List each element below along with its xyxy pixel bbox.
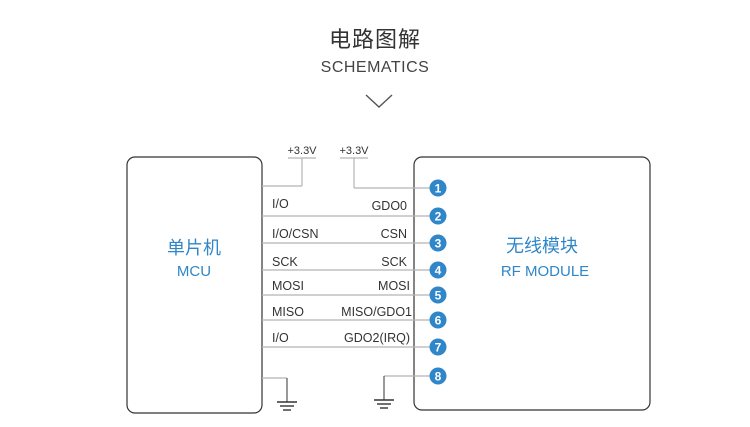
mcu-pin-label-2: I/O	[272, 197, 289, 211]
pin-marker-3: 3	[429, 234, 447, 252]
rf-label-en: RF MODULE	[501, 263, 589, 280]
rf-pin-label-5: MOSI	[378, 279, 410, 293]
mcu-pin-label-4: SCK	[272, 255, 298, 269]
vcc-right-label: +3.3V	[339, 145, 369, 157]
rf-pin-label-2: GDO0	[372, 199, 407, 213]
mcu-label-cn: 单片机	[167, 238, 221, 259]
rf-label-cn: 无线模块	[506, 236, 578, 257]
mcu-label-en: MCU	[177, 263, 211, 280]
pin-number-6: 6	[435, 314, 442, 328]
section-title-cn: 电路图解	[328, 28, 421, 53]
rf-pin-label-3: CSN	[381, 227, 407, 241]
pin-marker-6: 6	[429, 311, 447, 329]
mcu-pin-label-7: I/O	[272, 331, 289, 345]
pin-number-8: 8	[435, 370, 442, 384]
rf-module-box	[413, 156, 651, 411]
mcu-box	[126, 156, 263, 414]
pin-marker-7: 7	[429, 338, 447, 356]
pin-marker-5: 5	[429, 286, 447, 304]
signal-lines	[262, 215, 430, 348]
pin-number-7: 7	[435, 341, 442, 355]
rf-pin-label-4: SCK	[381, 255, 407, 269]
pin-marker-2: 2	[429, 207, 447, 225]
rf-pin-label-6: MISO/GDO1	[341, 305, 412, 319]
pin-number-3: 3	[435, 237, 442, 251]
vcc-left-wire	[262, 157, 316, 187]
chevron-down-icon	[365, 94, 393, 108]
pin-number-4: 4	[435, 264, 442, 278]
pin-number-5: 5	[435, 289, 442, 303]
mcu-pin-label-6: MISO	[272, 305, 304, 319]
mcu-pin-label-3: I/O/CSN	[272, 227, 319, 241]
vcc-left-label: +3.3V	[287, 145, 317, 157]
pin-number-2: 2	[435, 210, 442, 224]
ground-right-icon	[374, 375, 430, 409]
pin-number-1: 1	[435, 182, 442, 196]
vcc-right-wire	[340, 157, 430, 189]
mcu-pin-label-5: MOSI	[272, 279, 304, 293]
pin-marker-8: 8	[429, 367, 447, 385]
section-title-en: SCHEMATICS	[320, 59, 430, 76]
ground-left-icon	[262, 377, 297, 411]
pin-marker-4: 4	[429, 261, 447, 279]
pin-marker-1: 1	[429, 179, 447, 197]
rf-pin-label-7: GDO2(IRQ)	[344, 331, 410, 345]
